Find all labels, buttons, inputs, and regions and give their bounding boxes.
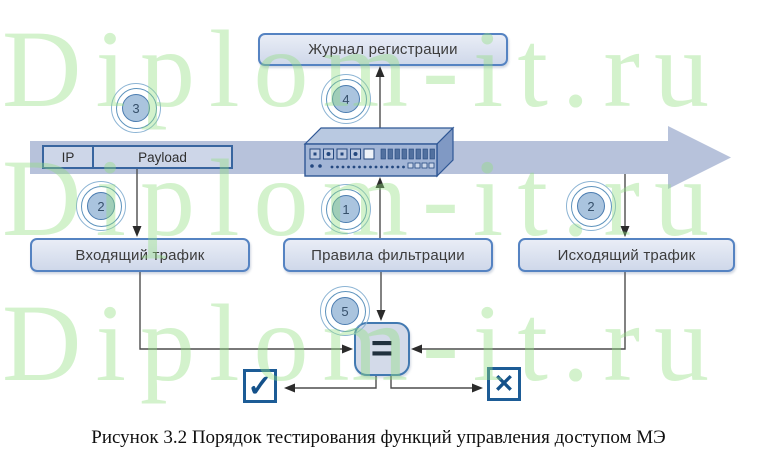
packet-ip-field: IP [44,147,94,167]
node-outgoing-traffic-label: Исходящий трафик [557,246,696,264]
step-circle-1-ring: 1 [325,188,367,230]
step-circle-5-number: 5 [331,297,359,325]
step-circle-2-right-number: 2 [577,192,605,220]
step-circle-1-number: 1 [332,195,360,223]
step-circle-4: 4 [321,74,371,124]
node-incoming-traffic-label: Входящий трафик [75,246,205,264]
node-filtering-rules-label: Правила фильтрации [311,246,465,264]
packet-box: IP Payload [42,145,233,169]
step-circle-2-right: 2 [566,181,616,231]
step-circle-2-left-ring: 2 [80,185,122,227]
node-registration-log: Журнал регистрации [258,33,508,66]
firewall-device-icon [303,126,455,178]
result-fail-box: ✕ [487,367,521,401]
step-circle-4-ring: 4 [325,78,367,120]
node-filtering-rules: Правила фильтрации [283,238,493,272]
step-circle-5: 5 [320,286,370,336]
packet-payload-field: Payload [138,149,187,165]
figure-caption: Рисунок 3.2 Порядок тестирования функций… [91,427,666,448]
connector-lines [136,76,626,389]
equals-icon: = [370,327,394,370]
comparator-box: = [354,322,410,376]
step-circle-1: 1 [321,184,371,234]
step-circle-2-left: 2 [76,181,126,231]
check-icon: ✓ [247,369,273,403]
arrowheads [132,66,630,393]
step-circle-2-left-number: 2 [87,192,115,220]
node-registration-log-label: Журнал регистрации [308,41,458,58]
step-circle-2-right-ring: 2 [570,185,612,227]
step-circle-5-ring: 5 [324,290,366,332]
node-outgoing-traffic: Исходящий трафик [518,238,735,272]
step-circle-3-number: 3 [122,94,150,122]
step-circle-4-number: 4 [332,85,360,113]
node-incoming-traffic: Входящий трафик [30,238,250,272]
step-circle-3-ring: 3 [115,87,157,129]
result-pass-box: ✓ [243,369,277,403]
step-circle-3: 3 [111,83,161,133]
x-icon: ✕ [493,370,515,398]
